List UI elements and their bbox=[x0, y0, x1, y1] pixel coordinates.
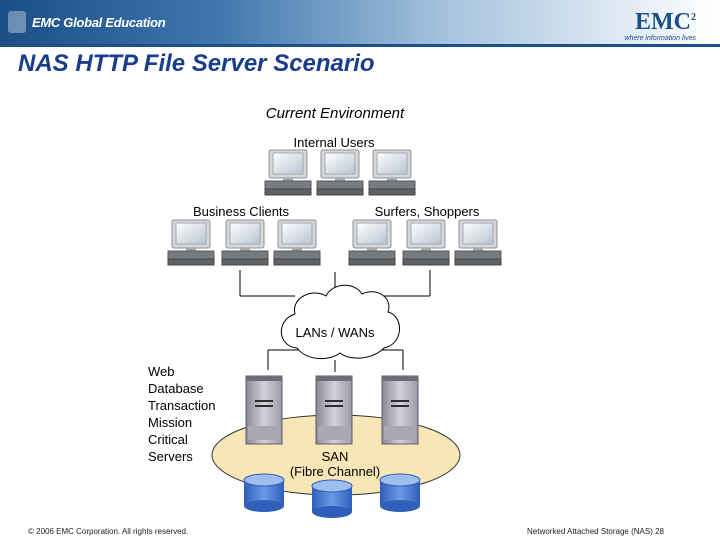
storage-disk-icon bbox=[243, 473, 285, 513]
surfer-pc-icon bbox=[348, 219, 396, 266]
server-tower-icon bbox=[315, 375, 353, 445]
logo-mark-icon bbox=[8, 11, 26, 33]
san-label-line2: (Fibre Channel) bbox=[289, 464, 381, 479]
business-clients-label: Business Clients bbox=[192, 204, 290, 219]
left-logo-text: EMC Global Education bbox=[32, 14, 166, 30]
servers-label-line: Transaction bbox=[148, 398, 216, 413]
slide-title: NAS HTTP File Server Scenario bbox=[18, 50, 375, 77]
business-client-pc-icon bbox=[167, 219, 215, 266]
business-client-pc-icon bbox=[273, 219, 321, 266]
san-label: SAN (Fibre Channel) bbox=[290, 449, 380, 479]
server-tower-icon bbox=[245, 375, 283, 445]
storage-disk-icon bbox=[379, 473, 421, 513]
internal-user-pc-icon bbox=[264, 149, 312, 196]
lan-wan-label: LANs / WANs bbox=[295, 325, 375, 340]
surfer-pc-icon bbox=[402, 219, 450, 266]
surfer-pc-icon bbox=[454, 219, 502, 266]
lan-wan-cloud-icon bbox=[280, 284, 400, 360]
internal-user-pc-icon bbox=[368, 149, 416, 196]
business-client-pc-icon bbox=[221, 219, 269, 266]
header-rule bbox=[0, 44, 720, 47]
san-label-line1: SAN bbox=[321, 449, 349, 464]
slide-header: EMC Global Education EMC2 where informat… bbox=[0, 0, 720, 44]
diagram-subtitle: Current Environment bbox=[265, 105, 405, 122]
emc-logo-text: EMC bbox=[635, 9, 691, 35]
servers-label-line: Mission bbox=[148, 415, 193, 430]
internal-user-pc-icon bbox=[316, 149, 364, 196]
storage-disk-icon bbox=[311, 479, 353, 519]
footer-page: Networked Attached Storage (NAS) 28 bbox=[527, 527, 664, 536]
servers-label-line: Servers bbox=[148, 449, 193, 464]
emc-global-education-logo: EMC Global Education bbox=[8, 6, 166, 38]
emc-logo: EMC2 where information lives bbox=[624, 6, 696, 42]
emc-tagline: where information lives bbox=[624, 35, 696, 42]
surfers-shoppers-label: Surfers, Shoppers bbox=[374, 204, 480, 219]
emc-logo-superscript: 2 bbox=[691, 12, 696, 23]
servers-label-line: Database bbox=[148, 381, 204, 396]
internal-users-label: Internal Users bbox=[293, 135, 375, 150]
footer-copyright: © 2006 EMC Corporation. All rights reser… bbox=[28, 527, 189, 536]
servers-label-line: Critical bbox=[148, 432, 188, 447]
servers-label: Web Database Transaction Mission Critica… bbox=[148, 363, 215, 465]
server-tower-icon bbox=[381, 375, 419, 445]
servers-label-line: Web bbox=[148, 364, 175, 379]
